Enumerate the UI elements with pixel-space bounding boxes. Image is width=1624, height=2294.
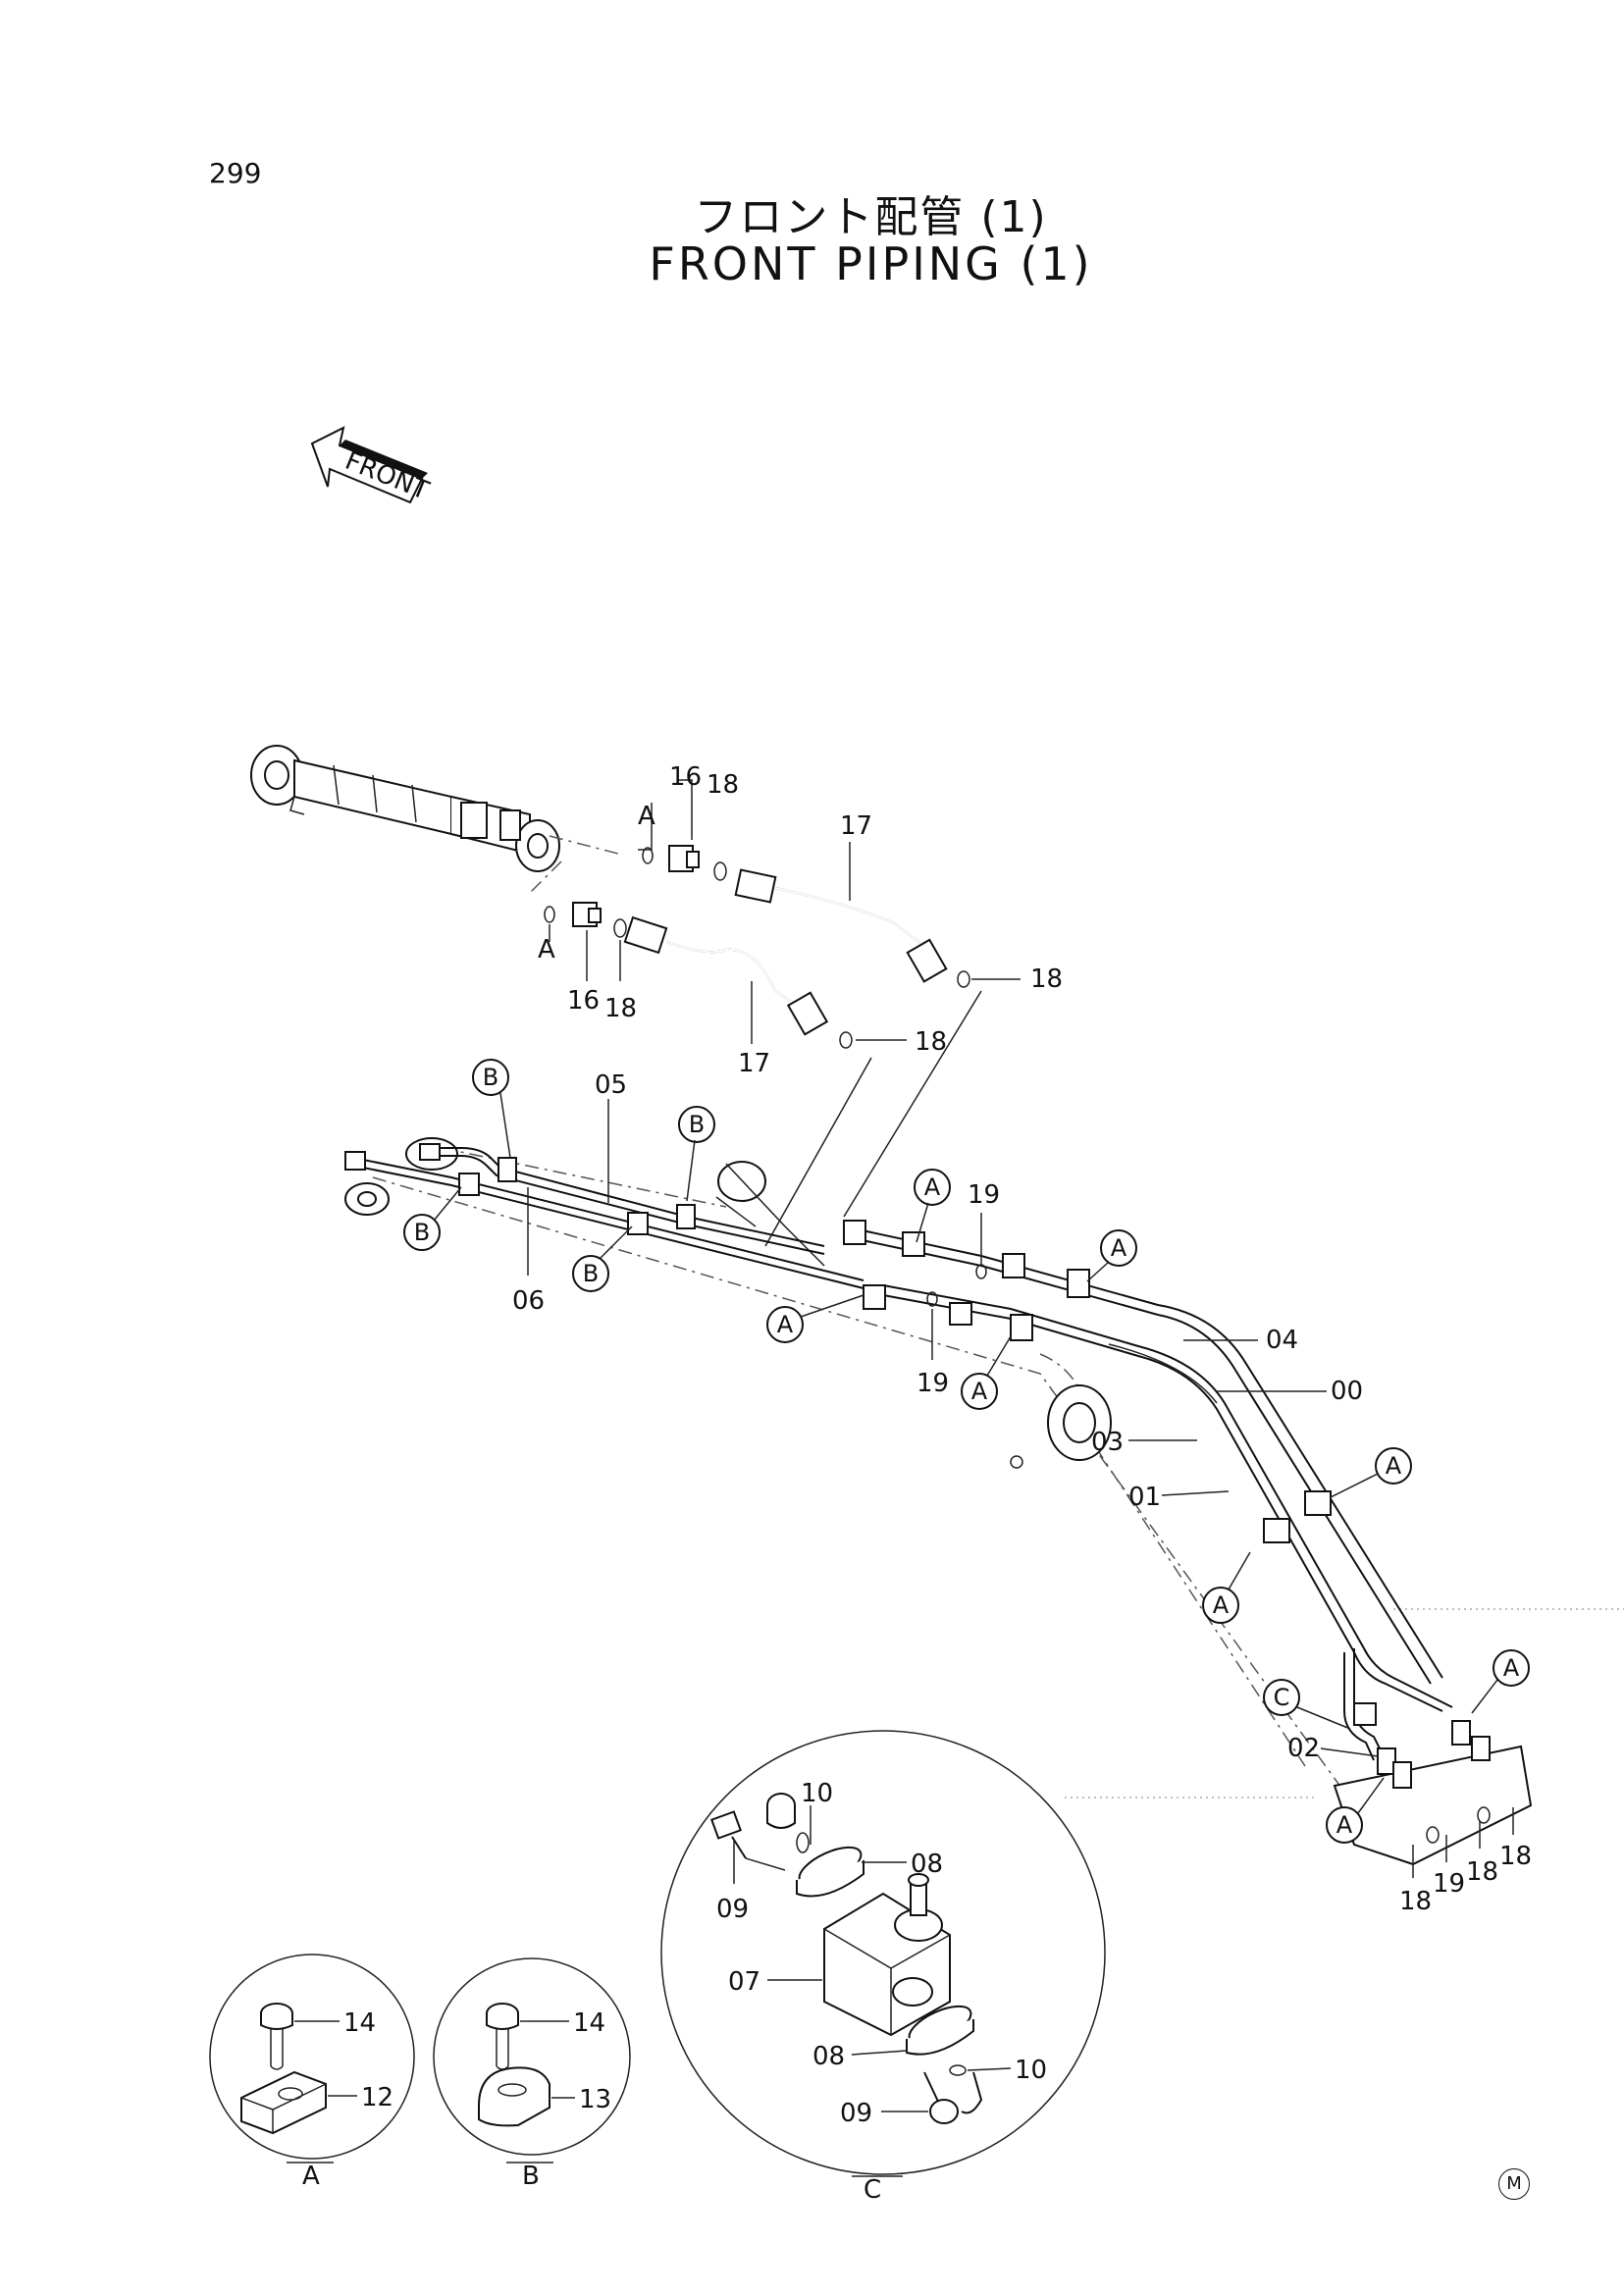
label-10-top: 10 xyxy=(801,1779,833,1808)
callout-b-4: B xyxy=(572,1225,633,1292)
pipe-05 xyxy=(419,1143,825,1255)
svg-text:A: A xyxy=(1213,1591,1230,1619)
label-18-right-lower: 18 xyxy=(915,1027,947,1057)
boom-outline xyxy=(372,1147,1533,1866)
label-01: 01 xyxy=(1128,1483,1161,1512)
label-14-b: 14 xyxy=(573,2008,605,2038)
boom-cylinder xyxy=(250,745,560,872)
callout-a-5: A xyxy=(1330,1447,1412,1498)
label-18-tip-2: 18 xyxy=(1466,1857,1498,1887)
hose-17-upper xyxy=(734,868,970,988)
detail-b-label: B xyxy=(522,2162,540,2191)
pipe-06 xyxy=(344,1151,864,1289)
label-a-lower: A xyxy=(538,935,555,965)
detail-b xyxy=(433,1957,631,2156)
svg-text:A: A xyxy=(971,1378,988,1405)
label-12: 12 xyxy=(361,2083,393,2112)
label-00: 00 xyxy=(1331,1377,1363,1406)
callout-a-3: A xyxy=(766,1294,864,1343)
svg-text:A: A xyxy=(1336,1811,1353,1839)
svg-text:B: B xyxy=(689,1111,705,1138)
label-18-upper: 18 xyxy=(707,770,739,800)
fitting-group-upper xyxy=(638,779,727,881)
fitting-group-lower xyxy=(544,902,627,981)
label-14-a: 14 xyxy=(343,2008,376,2038)
callout-b-2: B xyxy=(678,1106,715,1202)
svg-text:A: A xyxy=(924,1173,941,1201)
label-18-tip-1: 18 xyxy=(1399,1887,1432,1916)
label-04: 04 xyxy=(1266,1326,1298,1355)
callout-c: C xyxy=(1263,1679,1351,1730)
svg-text:B: B xyxy=(483,1064,498,1091)
svg-text:B: B xyxy=(414,1219,430,1246)
callout-b-3: B xyxy=(403,1186,462,1251)
corner-mark: M xyxy=(1498,2168,1530,2200)
main-pipes xyxy=(843,1225,1453,1761)
callout-a-1: A xyxy=(914,1169,951,1243)
label-19-tip: 19 xyxy=(1433,1869,1465,1899)
label-17-lower: 17 xyxy=(738,1049,770,1078)
svg-text:C: C xyxy=(1274,1684,1290,1711)
label-08-bottom: 08 xyxy=(812,2042,845,2071)
title-english: FRONT PIPING (1) xyxy=(649,237,1093,290)
page-number: 299 xyxy=(209,157,262,189)
callout-a-2: A xyxy=(1086,1229,1137,1282)
label-18-right-upper: 18 xyxy=(1030,965,1063,994)
label-03: 03 xyxy=(1091,1428,1124,1457)
callout-a-4: A xyxy=(961,1335,1012,1410)
front-direction-arrow: FRONT xyxy=(310,426,433,506)
label-05: 05 xyxy=(595,1070,627,1100)
label-06: 06 xyxy=(512,1286,545,1316)
label-08-top: 08 xyxy=(911,1850,943,1879)
callout-b-1: B xyxy=(472,1059,511,1159)
detail-c xyxy=(660,1730,1106,2175)
svg-text:A: A xyxy=(1386,1452,1402,1480)
label-09-bottom: 09 xyxy=(840,2099,872,2128)
svg-text:A: A xyxy=(1503,1654,1520,1682)
label-02: 02 xyxy=(1287,1734,1320,1763)
svg-text:A: A xyxy=(1111,1234,1127,1262)
label-19-upper: 19 xyxy=(968,1180,1000,1210)
label-10-bottom: 10 xyxy=(1015,2056,1047,2085)
detail-a xyxy=(209,1954,415,2160)
label-17-upper: 17 xyxy=(840,811,872,841)
front-arrow-label: FRONT xyxy=(341,446,433,506)
label-09-top: 09 xyxy=(716,1895,749,1924)
label-a-upper: A xyxy=(638,802,655,831)
label-18-tip-3: 18 xyxy=(1499,1842,1532,1871)
callout-a-7: A xyxy=(1471,1649,1530,1714)
label-07: 07 xyxy=(728,1967,760,1997)
label-16-upper: 16 xyxy=(669,762,702,792)
callout-a-6: A xyxy=(1202,1551,1251,1624)
label-13: 13 xyxy=(579,2085,611,2114)
label-19-lower: 19 xyxy=(917,1369,949,1398)
callout-a-8: A xyxy=(1326,1777,1385,1844)
svg-text:A: A xyxy=(777,1311,794,1338)
label-16-lower: 16 xyxy=(567,986,600,1016)
detail-a-label: A xyxy=(302,2162,320,2191)
svg-text:B: B xyxy=(583,1260,599,1287)
title-japanese: フロント配管 (1) xyxy=(694,192,1048,242)
label-18-lower: 18 xyxy=(604,994,637,1023)
hose-17-lower xyxy=(623,915,853,1049)
detail-c-label: C xyxy=(864,2175,881,2205)
pipe-clamps xyxy=(843,1220,1491,1789)
